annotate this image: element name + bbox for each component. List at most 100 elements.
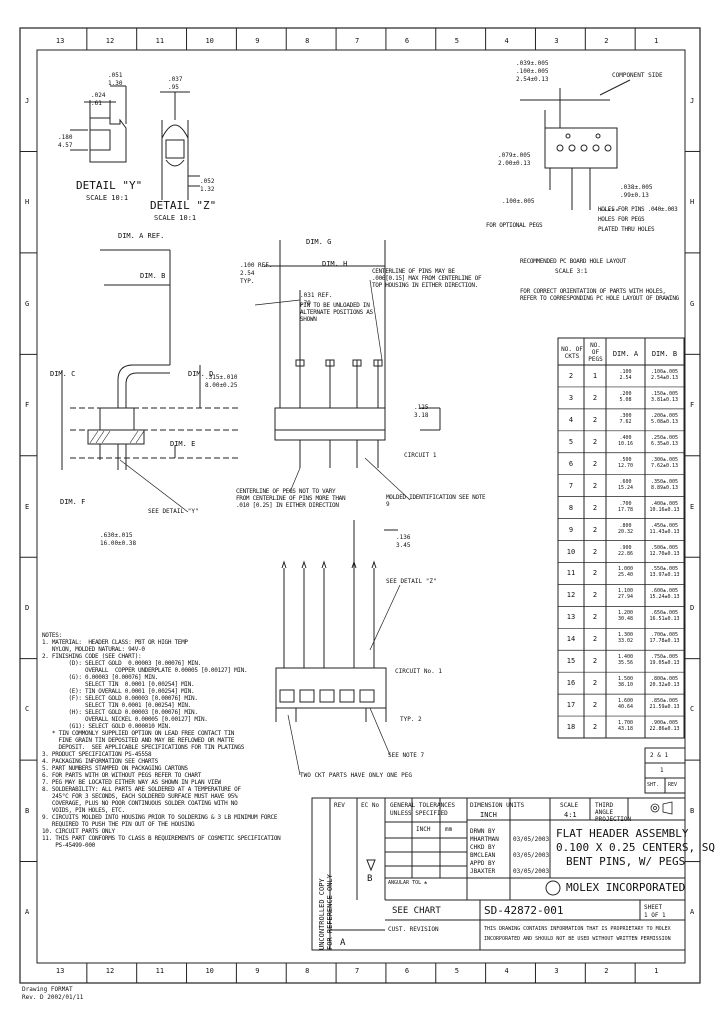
chart-cell: .300±.005 7.62±0.13 bbox=[650, 456, 679, 469]
pcb-holes-pegs: HOLES FOR PEGS bbox=[598, 216, 645, 223]
column-label: 7 bbox=[355, 37, 360, 45]
third-angle-symbol bbox=[650, 801, 673, 815]
tb-name-1: MHARTMAN bbox=[470, 836, 499, 843]
dim-f: DIM. F bbox=[60, 498, 86, 506]
right-panel-2: 1 bbox=[660, 767, 664, 774]
tb-name-2: BMCLEAN bbox=[470, 852, 496, 859]
column-label: 9 bbox=[255, 967, 260, 975]
chart-cell: .700 17.78 bbox=[617, 500, 634, 513]
chart-cell: .850±.005 21.59±0.13 bbox=[649, 698, 680, 711]
note-line: 4. PACKAGING INFORMATION SEE CHARTS bbox=[42, 758, 158, 765]
chart-cell: 2 bbox=[592, 415, 598, 424]
row-label: J bbox=[690, 96, 695, 105]
footer-format: Drawing FORMAT bbox=[22, 986, 73, 993]
note-line: PS-45499-000 bbox=[42, 842, 95, 849]
chart-cell: 2 bbox=[592, 635, 598, 644]
tb-inch-val: INCH bbox=[480, 811, 497, 819]
tb-scale-label: SCALE bbox=[560, 802, 579, 809]
column-label: 1 bbox=[654, 37, 659, 45]
pcb-dim-1: .039±.005 bbox=[516, 60, 549, 67]
chart-cell: 1.100 27.94 bbox=[617, 588, 634, 601]
dim-ref-9: .125 bbox=[414, 404, 429, 411]
dim-ref-1: .031 REF. bbox=[300, 292, 333, 299]
chart-cell: 1.500 38.10 bbox=[617, 676, 634, 689]
column-label: 2 bbox=[604, 967, 609, 975]
column-label: 12 bbox=[105, 967, 115, 975]
tb-sheet-val: 1 OF 1 bbox=[644, 912, 666, 919]
tb-sheet-label: SHEET bbox=[644, 904, 663, 911]
dim-c: DIM. C bbox=[50, 370, 76, 378]
pcb-note: FOR CORRECT ORIENTATION OF PARTS WITH HO… bbox=[520, 288, 679, 302]
detail-y-label: DETAIL "Y" bbox=[76, 179, 143, 192]
chart-cell: .450±.005 11.43±0.13 bbox=[649, 522, 680, 535]
right-panel-4: REV bbox=[668, 782, 678, 788]
row-label: D bbox=[25, 603, 30, 612]
chart-cell: 2 bbox=[592, 547, 598, 556]
tb-dimension-units: DIMENSION UNITS bbox=[470, 802, 525, 809]
chart-cell: 2 bbox=[592, 701, 598, 710]
row-label: A bbox=[25, 908, 30, 917]
tb-title-1: FLAT HEADER ASSEMBLY bbox=[556, 827, 689, 840]
dim-ref-4: 8.00±0.25 bbox=[205, 382, 238, 389]
right-panel-3: SHT. bbox=[647, 782, 660, 788]
chart-cell: 17 bbox=[566, 701, 576, 710]
column-label: 5 bbox=[454, 967, 459, 975]
dim-e: DIM. E bbox=[170, 440, 196, 448]
column-label: 9 bbox=[255, 37, 260, 45]
note-line: 245°C FOR 3 SECONDS, EACH SOLDERED SURFA… bbox=[42, 793, 238, 800]
dim-g: DIM. G bbox=[306, 238, 332, 246]
chart-cell: 2 bbox=[592, 459, 598, 468]
column-label: 3 bbox=[554, 967, 559, 975]
chart-cell: .600 15.24 bbox=[617, 478, 634, 491]
chart-cell: .150±.005 3.81±0.13 bbox=[650, 390, 679, 403]
pcb-plated: PLATED THRU HOLES bbox=[598, 226, 655, 233]
triangle-symbol bbox=[366, 859, 376, 872]
bottom-view-drawing bbox=[275, 520, 398, 722]
note-line: COVERAGE, PLUS NO POOR CONTINUOUS SOLDER… bbox=[42, 800, 238, 807]
tb-third-angle: THIRD ANGLE PROJECTION bbox=[595, 802, 632, 823]
chart-cell: .500 12.70 bbox=[617, 456, 634, 469]
pcb-dim-6: .100±.005 bbox=[502, 198, 535, 205]
chart-cell: 16 bbox=[566, 679, 576, 688]
note-line: (E): TIN OVERALL 0.0001 [0.00254] MIN. bbox=[42, 688, 195, 695]
note-line: NYLON, MOLDED NATURAL: 94V-0 bbox=[42, 646, 145, 653]
pcb-scale: SCALE 3:1 bbox=[555, 268, 588, 275]
chart-cell: 6 bbox=[568, 459, 574, 468]
chart-cell: 4 bbox=[568, 415, 574, 424]
callout-circuit-no: CIRCUIT No. 1 bbox=[395, 668, 442, 675]
right-panel-1: 2 & 1 bbox=[650, 752, 669, 759]
dim-b: DIM. B bbox=[140, 272, 166, 280]
callout-molded: MOLDED IDENTIFICATION SEE NOTE 9 bbox=[386, 494, 486, 508]
pcb-for-optional-pegs: FOR OPTIONAL PEGS bbox=[486, 222, 543, 229]
detail-z-dim-1: .037 bbox=[168, 76, 183, 83]
tb-angular: ANGULAR TOL ± bbox=[388, 880, 428, 886]
chart-cell: 1.300 33.02 bbox=[617, 632, 634, 645]
note-line: 8. SOLDERABILITY: ALL PARTS ARE SOLDERED… bbox=[42, 786, 241, 793]
chart-cell: 2 bbox=[592, 569, 598, 578]
note-line: OVERALL NICKEL 0.00005 [0.00127] MIN. bbox=[42, 716, 208, 723]
note-line: 9. CIRCUITS MOLDED INTO HOUSING PRIOR TO… bbox=[42, 814, 278, 821]
front-view-drawing bbox=[264, 240, 441, 468]
chart-cell: 14 bbox=[566, 635, 576, 644]
note-line: (G1): SELECT GOLD 0.000010 MIN. bbox=[42, 723, 172, 730]
note-line: 6. FOR PARTS WITH OR WITHOUT PEGS REFER … bbox=[42, 772, 201, 779]
note-line: FINE GRAIN TIN DEPOSITED AND MAY BE REFL… bbox=[42, 737, 235, 744]
uncontrolled-copy-2: FOR REFERENCE ONLY bbox=[326, 874, 334, 950]
column-label: 13 bbox=[55, 967, 65, 975]
chart-cell: .500±.005 12.70±0.13 bbox=[649, 544, 680, 557]
note-line: 2. FINISHING CODE (SEE CHART): bbox=[42, 653, 142, 660]
column-label: 11 bbox=[155, 967, 165, 975]
detail-y-dim-6: 4.57 bbox=[58, 142, 73, 149]
pcb-dim-4: .079±.005 bbox=[498, 152, 531, 159]
chart-cell: 3 bbox=[568, 393, 574, 402]
chart-cell: 2 bbox=[592, 481, 598, 490]
note-line: REQUIRED TO PUSH THE PIN OUT OF THE HOUS… bbox=[42, 821, 195, 828]
tb-rev-letter: B bbox=[367, 874, 373, 884]
row-label: D bbox=[690, 603, 695, 612]
note-line: (F): SELECT GOLD 0.00003 [0.00076] MIN. bbox=[42, 695, 198, 702]
column-label: 13 bbox=[55, 37, 65, 45]
notes-block: NOTES: 1. MATERIAL: HEADER CLASS: PBT OR… bbox=[42, 632, 281, 849]
note-line: 1. MATERIAL: HEADER CLASS: PBT OR HIGH T… bbox=[42, 639, 188, 646]
chart-cell: 7 bbox=[568, 481, 574, 490]
